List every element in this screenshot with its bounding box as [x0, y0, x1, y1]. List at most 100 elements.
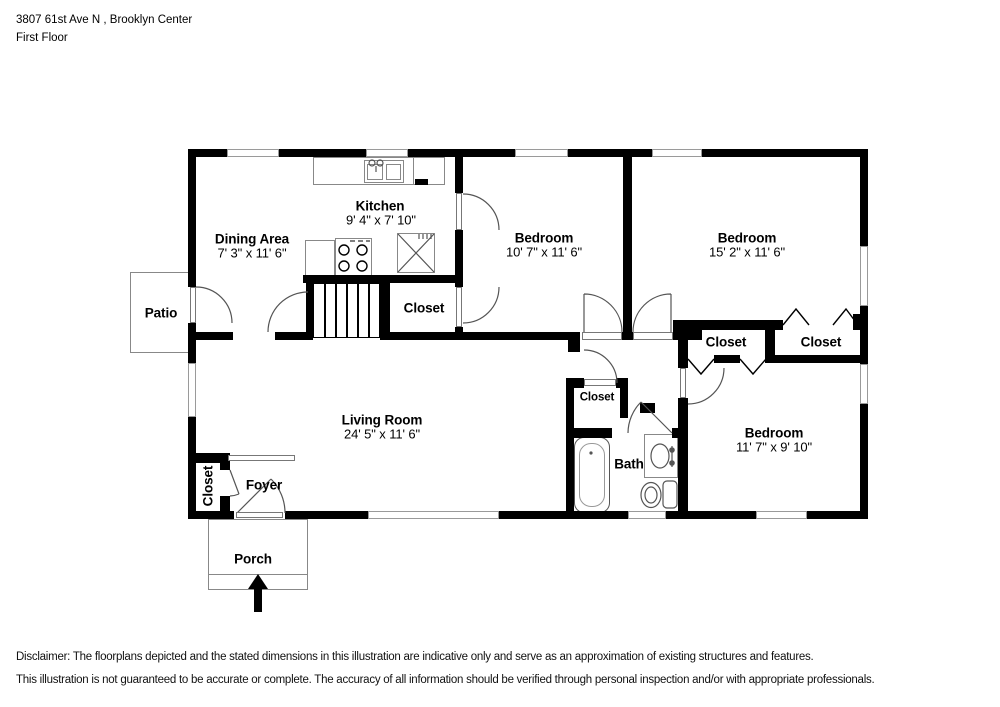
exterior-wall: [860, 149, 868, 519]
disclaimer-line-2: This illustration is not guaranteed to b…: [16, 674, 875, 686]
stair-tread: [357, 284, 359, 337]
stairs: [313, 283, 380, 338]
window: [368, 511, 499, 519]
interior-wall: [622, 332, 633, 340]
interior-wall: [380, 332, 580, 340]
appliance-mark: [415, 179, 428, 185]
window: [860, 364, 868, 404]
bifold-door-mark: [687, 358, 715, 376]
bedroom2-dims: 15' 2" x 11' 6": [708, 244, 786, 260]
interior-wall: [640, 403, 655, 413]
sink-basin-left: [367, 164, 383, 180]
interior-wall: [678, 398, 688, 511]
interior-wall: [303, 275, 457, 283]
interior-wall: [678, 355, 688, 363]
stair-tread: [335, 284, 337, 337]
interior-wall: [568, 340, 580, 352]
kitchen-label: Kitchen: [355, 198, 405, 214]
door-leaf: [680, 368, 686, 398]
bedroom2-closet-label: Closet: [800, 334, 842, 350]
bathtub-inner: [579, 443, 605, 507]
interior-wall: [766, 355, 868, 363]
stair-tread: [324, 284, 326, 337]
interior-wall: [566, 428, 612, 438]
bath-vanity: [644, 434, 678, 478]
interior-wall: [702, 320, 783, 330]
bifold-door-mark: [782, 307, 810, 326]
bath-label: Bath: [614, 456, 644, 472]
interior-wall: [673, 320, 702, 340]
kitchen-door-arc: [462, 193, 500, 231]
entry-arrow-icon: [248, 574, 268, 589]
window: [860, 246, 868, 306]
bedroom3-door-arc: [687, 367, 725, 405]
counter-divider-line: [413, 157, 414, 185]
living-room-dims: 24' 5" x 11' 6": [343, 426, 421, 442]
dining-living-door-arc: [267, 291, 309, 333]
refrigerator: [397, 233, 435, 273]
foyer-closet-door-arc: [229, 469, 240, 497]
interior-wall: [188, 332, 233, 340]
interior-wall: [275, 332, 313, 340]
closet-shelf-line: [228, 455, 295, 461]
bedroom1-label: Bedroom: [514, 230, 574, 246]
foyer-closet-label: Closet: [200, 465, 216, 507]
door-leaf: [456, 193, 462, 230]
dining-room-dims: 7' 3" x 11' 6": [217, 245, 287, 261]
toilet-bowl: [640, 481, 662, 509]
door-leaf: [584, 379, 616, 386]
interior-wall: [566, 378, 574, 511]
bifold-door-mark: [739, 358, 767, 376]
entry-arrow-shaft: [254, 588, 262, 612]
window: [515, 149, 568, 157]
kitchen-closet-label: Closet: [403, 300, 445, 316]
door-leaf: [236, 512, 283, 518]
bedroom1-door-arc: [583, 293, 623, 333]
interior-wall: [188, 453, 230, 463]
interior-wall: [623, 157, 632, 332]
door-leaf: [190, 287, 196, 323]
bedroom2-door-arc: [632, 293, 672, 333]
interior-wall: [672, 428, 688, 438]
kitchen-closet-door-arc: [462, 286, 500, 324]
interior-wall: [853, 314, 860, 330]
dining-room-label: Dining Area: [214, 231, 290, 247]
bedroom3-dims: 11' 7" x 9' 10": [735, 439, 813, 455]
kitchen-dims: 9' 4" x 7' 10": [346, 212, 416, 228]
door-leaf: [582, 332, 622, 340]
disclaimer-line-1: Disclaimer: The floorplans depicted and …: [16, 651, 814, 663]
patio-door-arc: [195, 286, 233, 324]
interior-wall: [678, 340, 688, 368]
interior-wall: [455, 157, 463, 332]
foyer-label: Foyer: [245, 477, 283, 493]
window: [188, 363, 196, 417]
floor-label: First Floor: [16, 32, 68, 44]
hall-closet-label: Closet: [579, 391, 615, 404]
counter-section: [305, 240, 335, 277]
bedroom3-closet-label: Closet: [705, 334, 747, 350]
interior-wall: [380, 283, 390, 340]
stair-tread: [368, 284, 370, 337]
door-leaf: [633, 332, 673, 340]
window: [756, 511, 807, 519]
sink-basin-right: [386, 164, 401, 180]
door-leaf: [456, 287, 462, 327]
interior-wall: [765, 320, 775, 363]
stove: [335, 238, 372, 277]
window: [366, 149, 408, 157]
exterior-wall: [188, 511, 868, 519]
interior-wall: [306, 277, 313, 340]
interior-wall: [620, 378, 628, 418]
porch-label: Porch: [234, 551, 272, 567]
patio-label: Patio: [144, 305, 178, 321]
stair-tread: [346, 284, 348, 337]
interior-wall: [714, 355, 740, 363]
window: [227, 149, 279, 157]
address-title: 3807 61st Ave N , Brooklyn Center: [16, 14, 193, 26]
window: [652, 149, 702, 157]
bedroom1-dims: 10' 7" x 11' 6": [505, 244, 583, 260]
bedroom2-label: Bedroom: [717, 230, 777, 246]
window: [628, 511, 666, 519]
